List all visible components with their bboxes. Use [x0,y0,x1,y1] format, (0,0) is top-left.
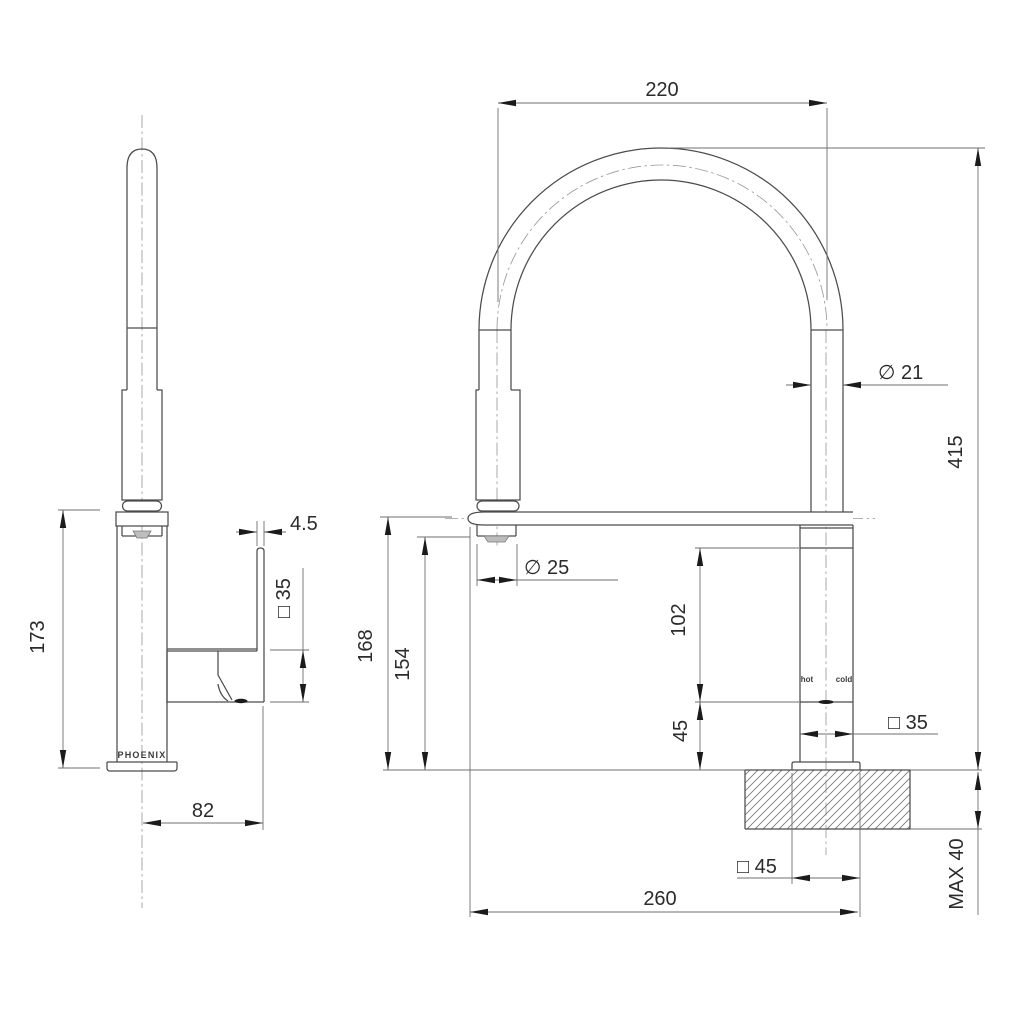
dim-side-4-5: 4.5 [236,513,318,546]
dim-label-body-sq35: □ 35 [888,712,928,734]
benchtop-section [383,769,982,830]
spout-arm-end [115,511,169,527]
base-plate-front [791,761,861,770]
dim-label-168: 168 [355,629,377,662]
side-view-body: PHOENIX [106,511,178,772]
handle-outlet-dot [234,698,248,704]
dim-front-d25: ∅ 25 [476,544,618,586]
dim-label-260: 260 [643,888,676,910]
dim-label-154: 154 [392,647,414,680]
front-view: hot cold 220 ∅ 21 415 [355,79,985,917]
side-view: PHOENIX 173 4.5 □ 3 [27,115,318,908]
dim-label-base-sq45: □ 45 [737,856,777,878]
handle-lever [256,547,265,651]
dim-front-260: 260 [469,527,858,917]
dim-front-45: 45 [670,702,704,770]
dim-front-sq45: □ 45 [737,773,861,917]
dim-label-45: 45 [670,720,692,742]
dim-label-173: 173 [27,620,49,653]
dim-front-102: 102 [668,547,799,703]
base-plate-side [106,761,178,772]
front-hose-arch [478,147,844,512]
aerator-front [483,535,510,543]
dim-label-max40: MAX 40 [946,838,968,909]
dim-front-sq35: □ 35 [800,712,938,738]
spray-cap [121,500,163,512]
dim-side-173: 173 [27,509,100,769]
dim-label-220: 220 [645,79,678,101]
dim-label-102: 102 [668,603,690,636]
brand-label: PHOENIX [118,750,167,760]
cold-label: cold [836,675,853,684]
dim-front-d21: ∅ 21 [786,362,948,389]
benchtop-hatch [745,770,910,829]
front-spout-arm [467,511,853,543]
dim-front-154: 154 [392,536,470,770]
side-view-handle [166,547,265,704]
front-spray-head [475,389,521,512]
body-indicator-tick [818,700,834,704]
hot-label: hot [801,675,814,684]
dim-label-d21: ∅ 21 [878,362,923,384]
dim-side-sq35: □ 35 [270,568,309,703]
side-view-spout-hose [121,148,163,512]
dim-label-d25: ∅ 25 [524,557,569,579]
dim-label-82: 82 [192,800,214,822]
dim-front-220: 220 [497,79,828,302]
dim-front-max40: MAX 40 [946,772,982,915]
front-body: hot cold [791,525,861,770]
spray-cap-front [476,500,520,512]
dim-label-handle-sq35: □ 35 [273,578,295,618]
dim-front-168: 168 [355,516,452,770]
aerator-side [132,530,152,539]
dim-side-82: 82 [143,706,264,830]
dim-label-4-5: 4.5 [290,513,318,535]
dim-label-415: 415 [945,435,967,468]
dim-front-415: 415 [668,147,985,770]
